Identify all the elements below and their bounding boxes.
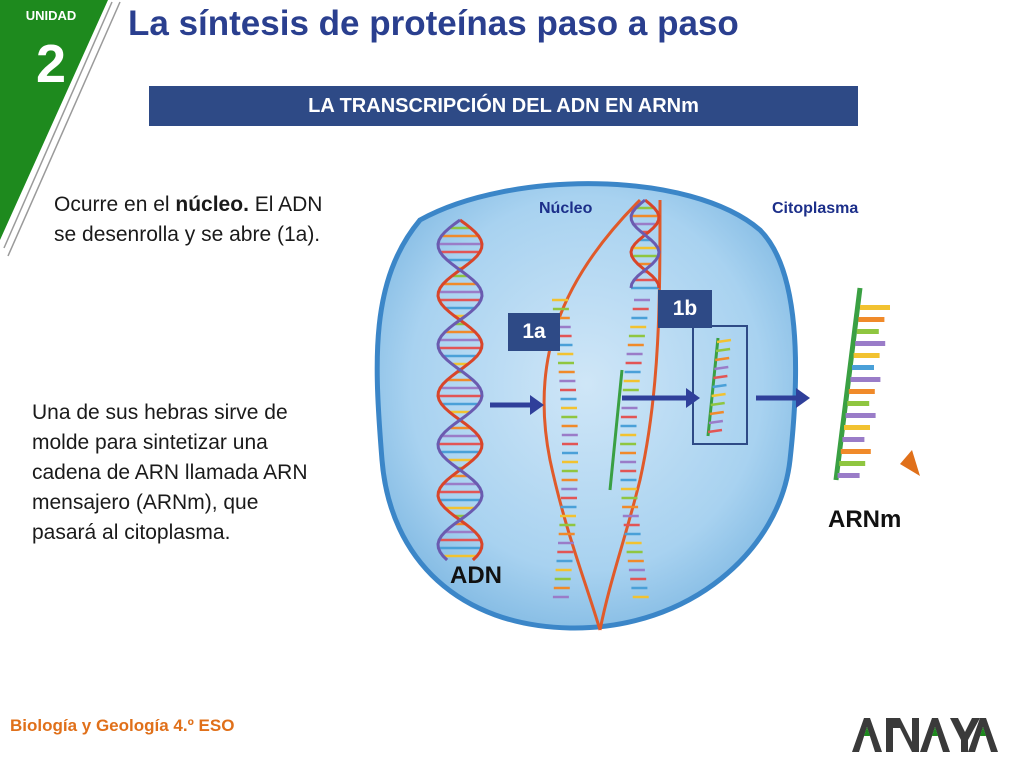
mrna-base: [853, 353, 880, 358]
dna-strand-a: [436, 218, 484, 562]
rna-strand-small: [706, 337, 732, 437]
step-1b-badge: 1b: [658, 290, 712, 328]
arrow-2: [622, 388, 700, 408]
dna-label: ADN: [450, 562, 502, 589]
mrna-base: [847, 401, 870, 406]
mrna-base: [860, 305, 890, 310]
diagram-illustration: [374, 181, 920, 631]
rna-base: [709, 410, 724, 416]
rna-base: [710, 401, 725, 407]
page-title: La síntesis de proteínas paso a paso: [128, 4, 739, 43]
text-block-1-prefix: Ocurre en el: [54, 193, 176, 216]
dna-double-helix: [436, 198, 661, 562]
section-banner: LA TRANSCRIPCIÓN DEL ADN EN ARNm: [149, 86, 858, 126]
text-block-1-bold: núcleo.: [175, 193, 249, 216]
text-block-nucleus: Ocurre en el núcleo. El ADN se desenroll…: [54, 190, 334, 250]
mrna-base: [837, 473, 860, 478]
mrna-base: [850, 377, 881, 382]
mrna-label: ARNm: [828, 506, 902, 533]
mrna-base: [844, 425, 870, 430]
mrna-base: [840, 449, 871, 454]
arrow-3: [756, 388, 810, 408]
mrna-base: [856, 329, 879, 334]
text-block-template: Una de sus hebras sirve de molde para si…: [32, 401, 308, 544]
rna-base: [711, 392, 726, 398]
anaya-logo: [850, 712, 1000, 761]
cytoplasm-label: Citoplasma: [772, 200, 859, 217]
unit-number: 2: [35, 34, 67, 94]
mrna-base: [852, 365, 874, 370]
dna-opened-loop-right: [598, 199, 662, 631]
mrna-arrow-tip: [900, 450, 920, 476]
dna-top-strand-b: [629, 198, 661, 289]
rna-base: [712, 383, 727, 389]
dna-loop-bases: [552, 298, 650, 599]
unit-label: UNIDAD: [25, 8, 77, 23]
mrna-base: [842, 437, 865, 442]
rna-base: [707, 428, 723, 434]
footer-course: Biología y Geología 4.º ESO: [10, 716, 235, 735]
mrna-base: [855, 341, 886, 346]
unit-badge: UNIDAD 2: [0, 0, 124, 260]
mrna-base: [858, 317, 885, 322]
step-1a-badge: 1a: [508, 313, 560, 351]
rna-base: [708, 419, 724, 425]
mrna-base: [839, 461, 866, 466]
nucleus-label: Núcleo: [539, 200, 593, 217]
transcription-diagram: Núcleo Citoplasma ADN ARNm 1a 1b: [360, 160, 940, 640]
highlight-box-1b: [692, 325, 748, 445]
nascent-rna: [608, 369, 624, 491]
text-block-1-suffix: El ADN se desenrolla y se abre (1a).: [54, 193, 323, 246]
mrna-base: [848, 389, 875, 394]
rna-base: [714, 365, 729, 371]
rna-base: [715, 347, 731, 353]
mrna-base: [845, 413, 876, 418]
dna-top-strand-a: [629, 198, 661, 289]
rna-base: [716, 338, 732, 344]
arrow-1: [490, 395, 544, 415]
rna-base: [715, 356, 730, 362]
unit-badge-shape: [0, 0, 121, 257]
rna-base: [713, 374, 728, 380]
anaya-logo-mark: [852, 718, 998, 752]
dna-strand-b: [436, 218, 484, 562]
mrna-backbone: [833, 287, 863, 481]
mrna-strand: [833, 287, 890, 481]
dna-opened-loop-left: [542, 198, 642, 631]
